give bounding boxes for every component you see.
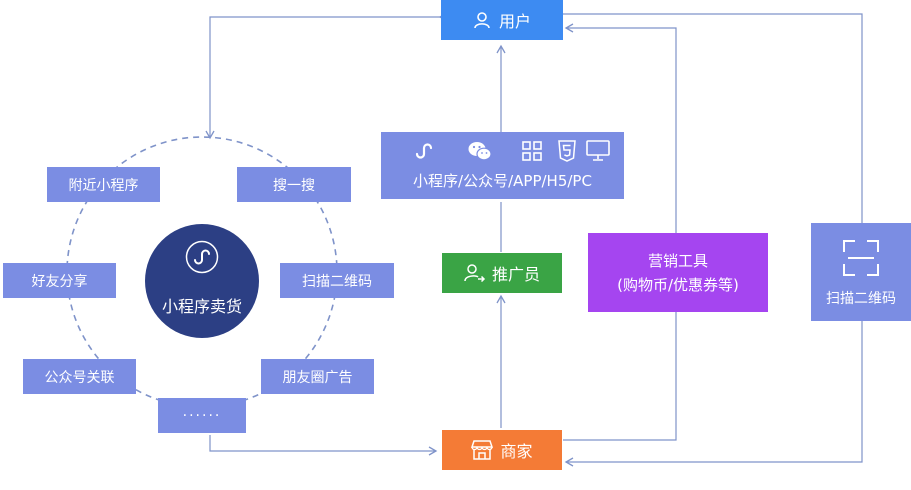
monitor-icon — [586, 140, 610, 166]
wechat-icon — [467, 140, 493, 166]
channels-node: 小程序/公众号/APP/H5/PC — [381, 132, 624, 199]
promoter-icon — [464, 263, 486, 283]
promoter-node: 推广员 — [442, 253, 562, 293]
tag-scan-qr: 扫描二维码 — [280, 263, 394, 298]
user-icon — [473, 11, 491, 29]
tag-nearby-miniprogram: 附近小程序 — [47, 167, 160, 202]
marketing-title: 营销工具 — [647, 251, 708, 270]
tag-moments-ad: 朋友圈广告 — [261, 359, 374, 394]
line-ring-to-merchant — [209, 435, 438, 456]
miniprogram-center-icon — [185, 240, 219, 278]
scan-frame-icon — [843, 240, 879, 280]
merchant-node: 商家 — [442, 430, 562, 470]
user-label: 用户 — [498, 12, 531, 31]
promoter-label: 推广员 — [491, 265, 540, 284]
channels-label: 小程序/公众号/APP/H5/PC — [413, 172, 592, 190]
marketing-subtitle: (购物币/优惠券等) — [617, 275, 739, 294]
html5-icon — [557, 140, 577, 166]
miniprogram-icon — [413, 140, 435, 166]
tag-search: 搜一搜 — [237, 167, 351, 202]
merchant-label: 商家 — [500, 442, 533, 461]
scan-label: 扫描二维码 — [826, 291, 896, 307]
tag-more: ······ — [158, 398, 246, 433]
center-label: 小程序卖货 — [161, 297, 242, 316]
line-user-to-ring — [205, 12, 448, 140]
scan-node: 扫描二维码 — [811, 223, 911, 321]
center-circle: 小程序卖货 — [145, 224, 259, 338]
user-node: 用户 — [441, 0, 563, 40]
marketing-node: 营销工具 (购物币/优惠券等) — [588, 233, 768, 312]
store-icon — [471, 440, 494, 460]
app-grid-icon — [522, 141, 542, 165]
tag-friend-share: 好友分享 — [3, 263, 116, 298]
tag-official-account: 公众号关联 — [23, 359, 136, 394]
